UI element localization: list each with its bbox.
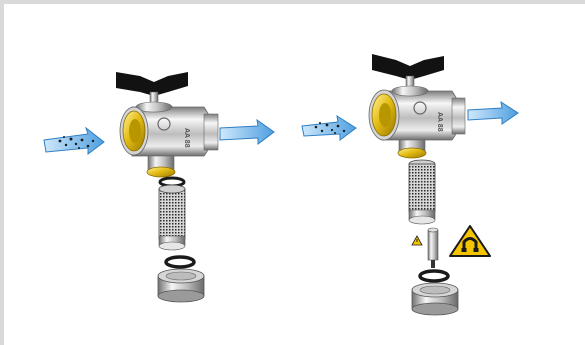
valve-handle [372,54,444,90]
end-cap [412,283,458,315]
strainer-mesh [159,185,185,250]
valve-filter-diagram: AA 88 [4,4,585,345]
flow-in-arrow [44,128,104,154]
small-warning-icon [412,236,422,245]
flow-out-arrow [220,120,274,144]
magnet-rod [428,228,438,268]
ball-valve: AA 88 [120,102,218,177]
valve-marking: AA 88 [436,112,443,132]
end-cap [158,269,204,302]
flow-out-arrow [468,102,518,124]
ball-valve: AA 88 [369,86,465,158]
valve-handle [116,72,188,106]
o-ring [420,271,448,281]
magnet-warning-icon [450,226,490,256]
assembly-with-magnet: AA 88 [302,54,518,315]
o-ring [166,257,194,267]
assembly-with-strainer: AA 88 [44,72,274,302]
valve-marking: AA 88 [183,128,190,148]
flow-in-arrow [302,116,356,140]
strainer-mesh [409,160,435,224]
